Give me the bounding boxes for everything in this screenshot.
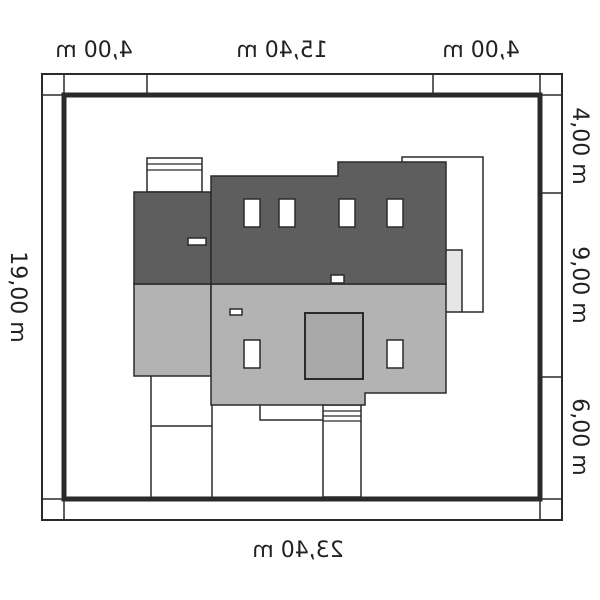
skylights-upper — [187, 198, 404, 284]
roof-light-left — [133, 283, 212, 377]
front-terrace — [259, 405, 323, 421]
skylight-4 — [386, 198, 404, 228]
vent-lower — [229, 308, 243, 316]
dim-top-center: 15,40 m — [236, 38, 327, 63]
corner-top-right — [539, 73, 563, 96]
skylight-2 — [278, 198, 296, 228]
corner-bottom-left — [41, 498, 65, 521]
entry-steps — [323, 410, 361, 422]
dim-left: 19,00 m — [5, 251, 30, 342]
corner-bottom-right — [539, 498, 563, 521]
dim-right-bottom: 6,00 m — [567, 398, 592, 475]
dim-top-right: 4,00 m — [442, 38, 519, 63]
rear-terrace — [401, 156, 484, 313]
skylight-5 — [243, 339, 261, 369]
side-terrace — [444, 249, 463, 313]
dim-right-top: 4,00 m — [567, 107, 592, 184]
vent-left — [187, 237, 207, 246]
front-walkway — [322, 404, 362, 498]
skylight-6 — [386, 339, 404, 369]
top-stairs — [146, 157, 203, 193]
building-line — [61, 92, 543, 502]
roof-window-large — [304, 312, 364, 380]
top-stairs-lines — [147, 163, 202, 171]
dim-right-middle: 9,00 m — [567, 246, 592, 323]
skylights-lower — [229, 308, 404, 369]
corner-top-left — [41, 73, 65, 96]
dim-bottom: 23,40 m — [252, 538, 343, 563]
dim-top-left: 4,00 m — [55, 38, 132, 63]
vent-center — [330, 274, 345, 284]
roof-dark-main — [210, 161, 447, 285]
skylight-1 — [243, 198, 261, 228]
skylight-3 — [338, 198, 356, 228]
